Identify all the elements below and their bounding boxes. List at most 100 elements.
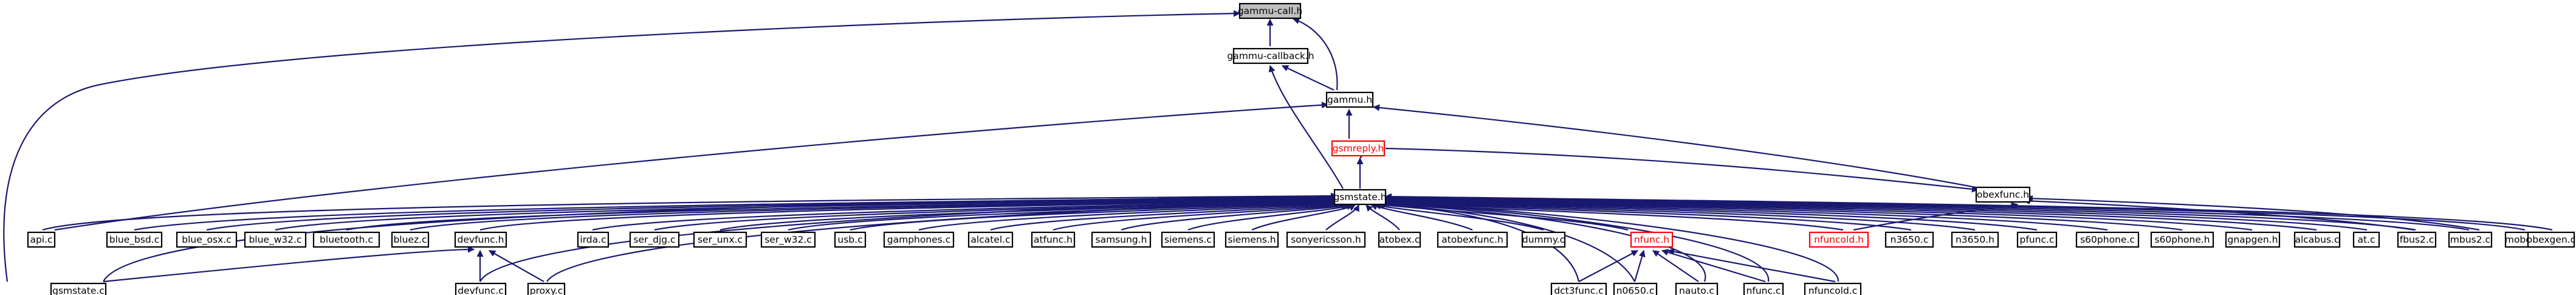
node-gammu-call-h[interactable]: gammu-call.h <box>1238 2 1302 19</box>
node-ser-djg-c[interactable]: ser_djg.c <box>629 231 680 248</box>
node-label: s60phone.c <box>2080 234 2135 245</box>
edge-obexgen-to-obexfunc <box>2027 198 2480 231</box>
node-proxy-c[interactable]: proxy.c <box>527 282 566 295</box>
edge-s60phoneh-to-gsmstate <box>1386 201 2183 231</box>
node-label: nfunc.h <box>1634 234 1669 245</box>
edges-to-gsmstate <box>42 196 2553 282</box>
edge-proxy-to-devfunch <box>489 250 544 282</box>
node-atobex-c[interactable]: atobex.c <box>1378 231 1421 248</box>
node-label: gsmstate.c <box>52 285 105 295</box>
node-dct3func-c[interactable]: dct3func.c <box>1550 282 1607 295</box>
node-irda-c[interactable]: irda.c <box>577 231 610 248</box>
node-n0650-c[interactable]: n0650.c <box>1613 282 1658 295</box>
node-api-c[interactable]: api.c <box>27 231 56 248</box>
node-label: nfuncold.c <box>1808 285 1858 295</box>
node-alcatel-c[interactable]: alcatel.c <box>967 231 1014 248</box>
edge-n0650-to-nfunch <box>1633 251 1644 282</box>
node-bluetooth-c[interactable]: bluetooth.c <box>312 231 380 248</box>
node-gammu-callback-h[interactable]: gammu-callback.h <box>1227 47 1314 64</box>
node-at-c[interactable]: at.c <box>2352 231 2380 248</box>
node-label: devfunc.c <box>458 285 504 295</box>
edge-atobexc-to-gsmstate <box>1365 205 1400 231</box>
edge-pfunc-to-gsmstate <box>1386 202 2038 231</box>
node-label: atobex.c <box>1379 234 1420 245</box>
node-label: blue_bsd.c <box>109 234 159 246</box>
edge-bluetooth-to-gsmstate <box>346 199 1337 231</box>
node-gsmstate-h[interactable]: gsmstate.h <box>1333 189 1387 206</box>
node-usb-c[interactable]: usb.c <box>834 231 867 248</box>
node-atfunc-h[interactable]: atfunc.h <box>1031 231 1076 248</box>
node-label: gsmreply.h <box>1333 143 1384 154</box>
node-nfunc-h[interactable]: nfunc.h <box>1630 231 1674 248</box>
node-gnapphones-c[interactable]: gamphones.c <box>883 231 955 248</box>
node-label: samsung.h <box>1096 234 1147 245</box>
node-s60phone-h[interactable]: s60phone.h <box>2150 231 2214 248</box>
node-label: n0650.c <box>1616 285 1655 295</box>
edge-n3650c-to-gsmstate <box>1383 203 1912 231</box>
edge-nfuncoldc-to-gsmstate <box>1382 203 1839 282</box>
edge-serw32-to-gsmstate <box>788 203 1337 231</box>
node-label: gammu-callback.h <box>1227 50 1314 61</box>
node-gammu-h[interactable]: gammu.h <box>1325 91 1374 108</box>
edge-gsmstatec-to-call <box>3 13 1240 282</box>
node-alcabus-c[interactable]: alcabus.c <box>2293 231 2341 248</box>
node-label: nfuncold.h <box>1814 234 1864 245</box>
node-gsmreply-h[interactable]: gsmreply.h <box>1331 140 1386 157</box>
node-atobexfunc-h[interactable]: atobexfunc.h <box>1437 231 1508 248</box>
node-nfunc-c[interactable]: nfunc.c <box>1743 282 1784 295</box>
node-obexfunc-h[interactable]: obexfunc.h <box>1975 186 2031 203</box>
node-ser-w32-c[interactable]: ser_w32.c <box>760 231 816 248</box>
node-siemens-h[interactable]: siemens.h <box>1224 231 1279 248</box>
node-label: alcatel.c <box>970 234 1010 245</box>
node-label: ser_w32.c <box>764 234 812 246</box>
node-label: bluez.c <box>393 234 427 245</box>
edge-bluez-to-gsmstate <box>410 200 1337 231</box>
node-label: devfunc.h <box>458 234 504 245</box>
node-dummy-c[interactable]: dummy.c <box>1521 231 1566 248</box>
node-sonyericsson-h[interactable]: sonyericsson.h <box>1286 231 1366 248</box>
node-blue-w32-c[interactable]: blue_w32.c <box>244 231 307 248</box>
node-label: obexgen.c <box>2527 234 2575 245</box>
edge-n3650h-to-gsmstate <box>1384 203 1976 231</box>
edge-obexfunc-to-gammu <box>1373 107 1983 190</box>
node-devfunc-c[interactable]: devfunc.c <box>455 282 507 295</box>
edge-siemensc-to-gsmstate <box>1187 205 1353 231</box>
node-s60phone-c[interactable]: s60phone.c <box>2075 231 2140 248</box>
node-nfuncold-c[interactable]: nfuncold.c <box>1804 282 1862 295</box>
node-obexgen-c[interactable]: obexgen.c <box>2527 231 2575 248</box>
edge-gammuh-to-call <box>1293 19 1338 91</box>
node-bluez-c[interactable]: bluez.c <box>391 231 430 248</box>
edge-apic-to-gammu <box>54 105 1328 231</box>
node-blue-bsd-c[interactable]: blue_bsd.c <box>106 231 163 248</box>
node-n3650-h[interactable]: n3650.h <box>1951 231 1999 248</box>
node-n3650-c[interactable]: n3650.c <box>1884 231 1934 248</box>
node-blue-osx-c[interactable]: blue_osx.c <box>176 231 238 248</box>
node-nauto-c[interactable]: nauto.c <box>1675 282 1719 295</box>
node-gsmstate-c[interactable]: gsmstate.c <box>50 282 107 295</box>
node-label: pfunc.c <box>2020 234 2055 245</box>
node-label: siemens.h <box>1228 234 1276 245</box>
node-gnapgen-h[interactable]: gnapgen.h <box>2225 231 2281 248</box>
edge-alcabus-to-gsmstate <box>1386 200 2317 231</box>
edges <box>3 13 2553 283</box>
node-mbus2-c[interactable]: mbus2.c <box>2448 231 2493 248</box>
node-label: gammu.h <box>1327 94 1372 105</box>
node-label: n3650.h <box>1956 234 1994 245</box>
node-pfunc-c[interactable]: pfunc.c <box>2016 231 2058 248</box>
node-label: mbus2.c <box>2450 234 2490 245</box>
node-devfunc-h[interactable]: devfunc.h <box>454 231 507 248</box>
node-fbus2-c[interactable]: fbus2.c <box>2397 231 2437 248</box>
node-samsung-h[interactable]: samsung.h <box>1091 231 1152 248</box>
node-siemens-c[interactable]: siemens.c <box>1161 231 1215 248</box>
edge-dummy-to-gsmstate <box>1375 205 1544 231</box>
edge-gsmstateh-to-obexfunc <box>1385 147 1978 190</box>
edge-atc-to-gsmstate <box>1386 199 2368 231</box>
node-label: ser_djg.c <box>633 234 675 246</box>
node-nfuncold-h[interactable]: nfuncold.h <box>1808 231 1869 248</box>
edge-proxy-to-gsmstate <box>546 202 1340 282</box>
node-ser-unx-c[interactable]: ser_unx.c <box>693 231 747 248</box>
edge-sonyericsson-to-gsmstate <box>1325 205 1359 231</box>
edge-devfuncc-to-gsmstate <box>479 201 1337 282</box>
node-label: proxy.c <box>530 285 563 295</box>
